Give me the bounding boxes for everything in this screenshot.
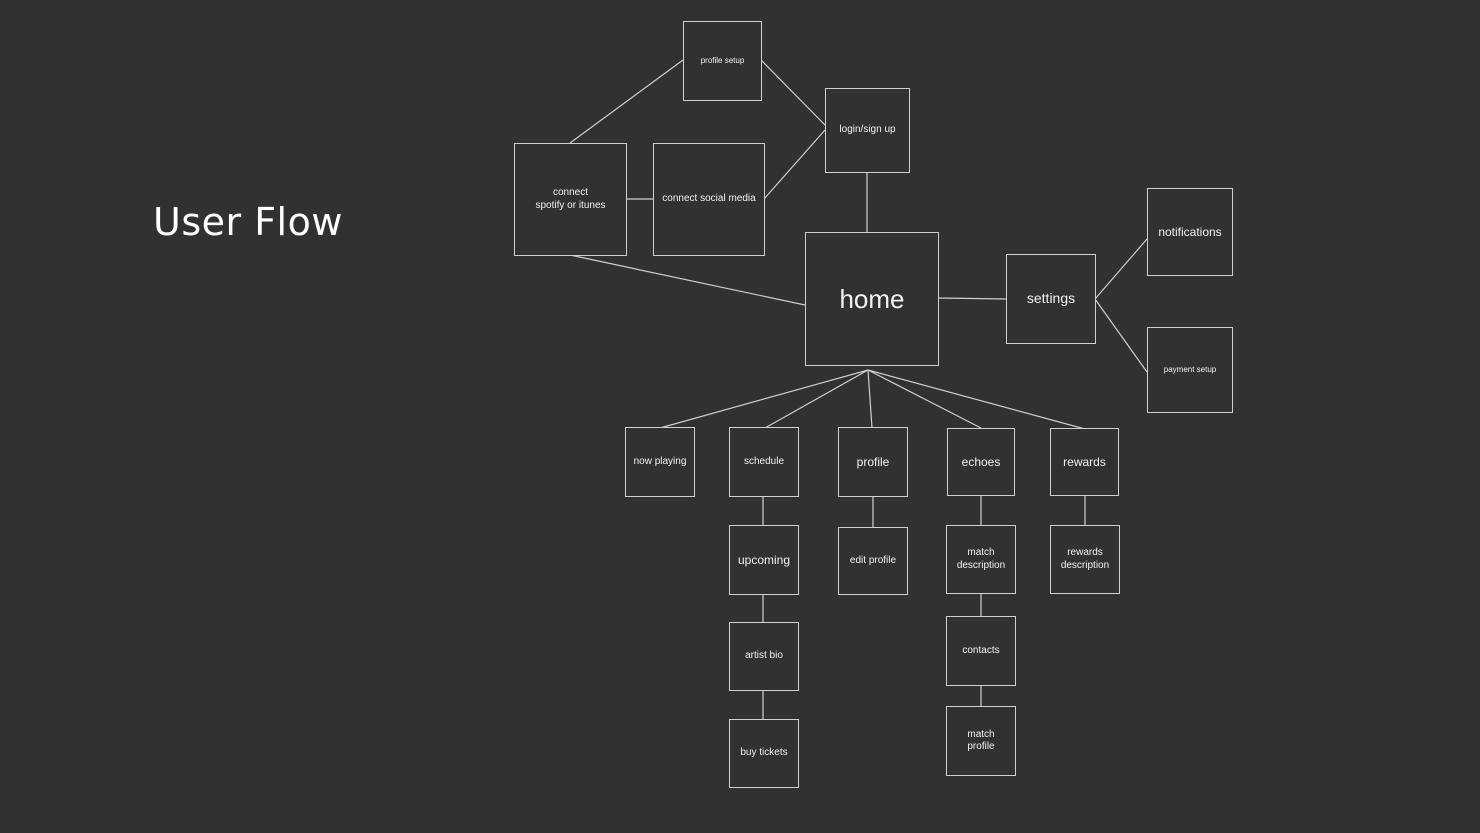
node-settings: settings xyxy=(1006,254,1096,344)
node-upcoming: upcoming xyxy=(729,525,799,595)
node-profile-setup: profile setup xyxy=(683,21,762,101)
node-home: home xyxy=(805,232,939,366)
node-echoes: echoes xyxy=(947,428,1015,496)
connector xyxy=(1094,298,1148,373)
node-connect-music: connect spotify or itunes xyxy=(514,143,627,256)
connector xyxy=(760,59,826,126)
node-buy-tickets: buy tickets xyxy=(729,719,799,788)
node-now-playing: now playing xyxy=(625,427,695,497)
connector xyxy=(659,369,869,429)
node-schedule: schedule xyxy=(729,427,799,497)
node-connect-social: connect social media xyxy=(653,143,765,256)
node-payment-setup: payment setup xyxy=(1147,327,1233,413)
connector xyxy=(569,254,806,306)
node-notifications: notifications xyxy=(1147,188,1233,276)
connector xyxy=(1094,238,1148,300)
connector xyxy=(867,369,1086,430)
connector xyxy=(764,369,869,429)
connector xyxy=(867,369,873,429)
node-profile: profile xyxy=(838,427,908,497)
node-login-signup: login/sign up xyxy=(825,88,910,173)
node-contacts: contacts xyxy=(946,616,1016,686)
page-title: User Flow xyxy=(153,200,343,244)
connector xyxy=(569,59,684,144)
connector xyxy=(937,297,1007,300)
node-artist-bio: artist bio xyxy=(729,622,799,691)
node-edit-profile: edit profile xyxy=(838,527,908,595)
node-rewards: rewards xyxy=(1050,428,1119,496)
node-match-description: match description xyxy=(946,525,1016,594)
node-rewards-description: rewards description xyxy=(1050,525,1120,594)
connector xyxy=(763,129,826,200)
node-match-profile: match profile xyxy=(946,706,1016,776)
connector xyxy=(867,369,982,429)
